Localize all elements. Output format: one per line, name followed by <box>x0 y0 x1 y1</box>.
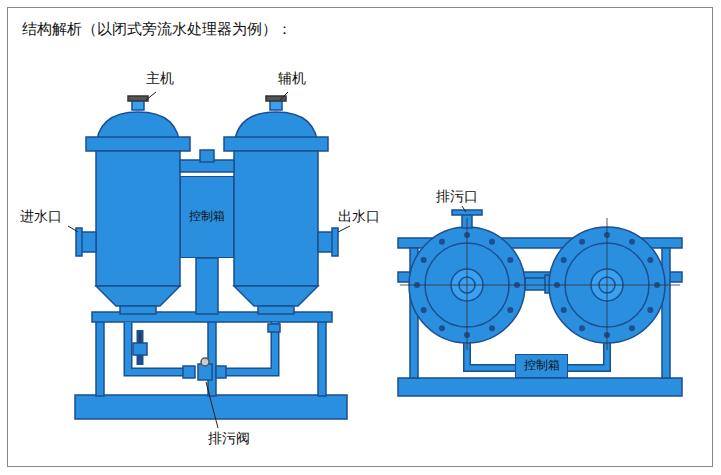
bolt <box>629 239 635 245</box>
title: 结构解析（以闭式旁流水处理器为例）： <box>22 20 292 38</box>
part-label: 出水口 <box>338 208 380 225</box>
bolt <box>489 325 495 331</box>
part-label: 排污口 <box>436 188 478 205</box>
part-label: 辅机 <box>278 70 306 87</box>
bolt <box>439 325 445 331</box>
control-box: 控制箱 <box>515 354 568 378</box>
part-label: 排污阀 <box>208 430 250 447</box>
bolt <box>421 257 427 263</box>
control-box: 控制箱 <box>180 176 234 258</box>
box-label: 控制箱 <box>189 210 225 223</box>
bolt <box>507 307 513 313</box>
part-label: 进水口 <box>20 208 62 225</box>
bolt <box>579 325 585 331</box>
bolt <box>647 307 653 313</box>
bolt <box>647 257 653 263</box>
bolt <box>561 257 567 263</box>
bolt <box>439 239 445 245</box>
bolt <box>629 325 635 331</box>
part-label: 主机 <box>146 70 174 87</box>
bolt <box>489 239 495 245</box>
bolt <box>507 257 513 263</box>
bolt <box>579 239 585 245</box>
bolt <box>421 307 427 313</box>
bolt <box>561 307 567 313</box>
box-label: 控制箱 <box>524 359 560 372</box>
